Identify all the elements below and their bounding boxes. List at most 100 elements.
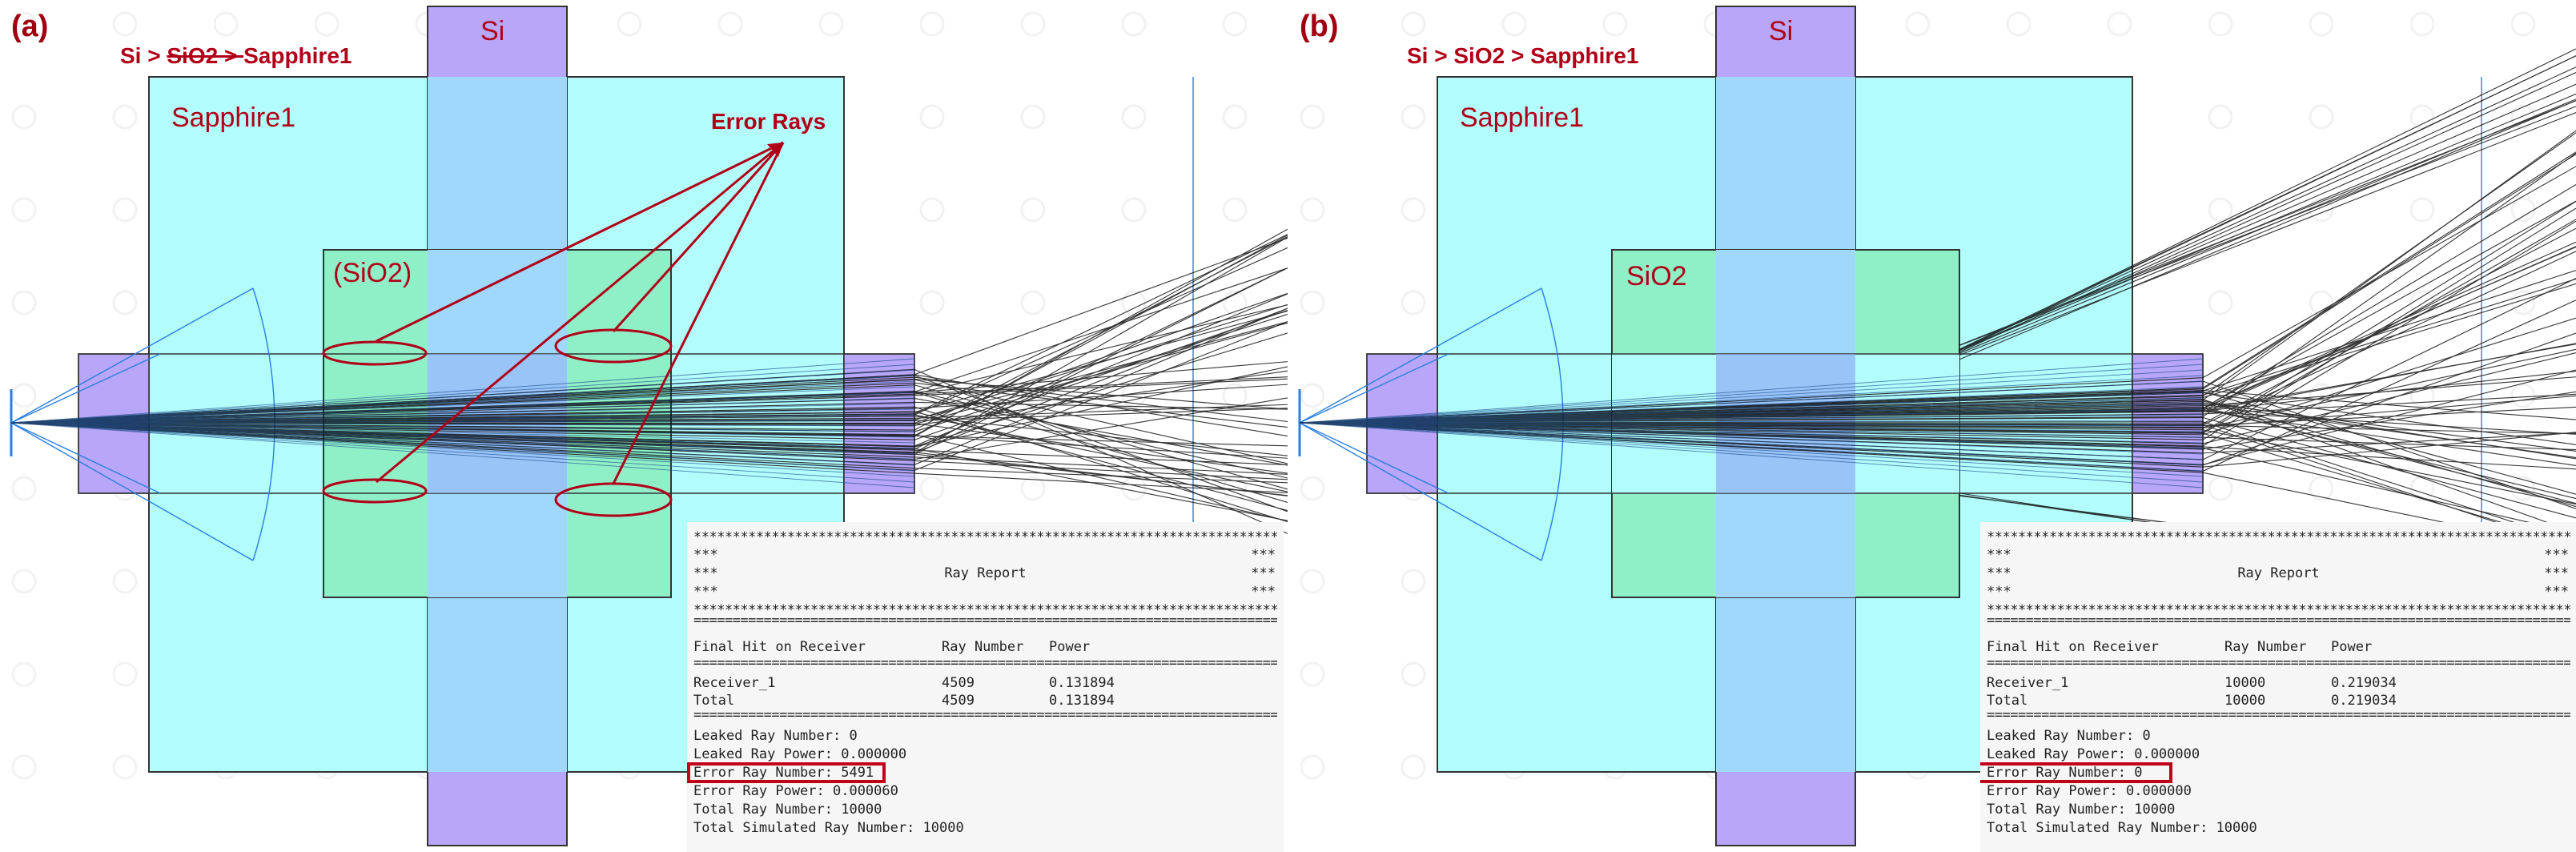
- ray-line: [10, 422, 915, 444]
- order-pre: Si >: [120, 43, 167, 68]
- watermark-mark: [11, 476, 37, 501]
- ray-path: [10, 293, 1288, 447]
- ray-line: [10, 422, 915, 438]
- watermark-mark: [1300, 104, 1325, 130]
- ray-line: [10, 358, 915, 424]
- ray-line: [10, 375, 915, 424]
- cone-edge: [1299, 422, 1449, 494]
- watermark-mark: [1121, 476, 1147, 501]
- error-ellipse-bottom-left: [322, 478, 428, 504]
- cone-edge: [10, 422, 161, 494]
- watermark-mark: [2409, 104, 2435, 130]
- ray-line: [10, 380, 915, 424]
- watermark-mark: [1501, 11, 1527, 37]
- ray-path: [1959, 100, 2576, 360]
- watermark-mark: [112, 11, 138, 37]
- watermark-mark: [2409, 383, 2435, 408]
- ray-report: ****************************************…: [687, 522, 1284, 852]
- error-ray-number: Error Ray Number: 5491: [693, 765, 874, 781]
- watermark-mark: [617, 11, 642, 37]
- ray-path: [1959, 100, 2576, 346]
- ray-path: [1299, 166, 2576, 424]
- row-receiver-name: Receiver_1: [693, 675, 776, 691]
- ray-path: [1299, 278, 2576, 424]
- ray-line: [10, 422, 915, 477]
- col-header-receiver: Final Hit on Receiver: [693, 639, 866, 655]
- ray-path: [10, 422, 1288, 493]
- watermark-mark: [1401, 661, 1426, 687]
- col-header-ray-number: Ray Number: [2224, 639, 2307, 655]
- error-arrow: [376, 141, 784, 484]
- ray-line: [1299, 422, 2204, 472]
- row-total-name: Total: [693, 693, 735, 709]
- sio2-block-label: SiO2: [1626, 261, 1687, 291]
- ray-line: [10, 422, 915, 466]
- watermark-mark: [919, 104, 945, 130]
- order-struck: SiO2 >: [167, 43, 244, 68]
- watermark-mark: [1121, 197, 1147, 223]
- report-border: ****************************************…: [693, 529, 1277, 545]
- error-rays-annotation: Error Rays: [711, 109, 826, 134]
- ray-line: [10, 422, 915, 488]
- ray-fan: [1299, 358, 2204, 488]
- ray-line: [1299, 408, 2204, 424]
- ray-path: [10, 406, 1288, 523]
- error-ray-highlight-box: [1980, 762, 2172, 783]
- watermark-mark: [2208, 476, 2233, 501]
- ray-path: [1959, 55, 2576, 350]
- watermark-mark: [2409, 197, 2435, 223]
- error-ray-number: Error Ray Number: 0: [1987, 765, 2143, 781]
- ray-path: [1299, 154, 2576, 424]
- ray-line: [1299, 422, 2204, 449]
- ray-line: [10, 422, 915, 472]
- ray-line: [1299, 386, 2204, 424]
- ray-path: [1959, 72, 2576, 353]
- cone-edge: [1299, 287, 1542, 424]
- ray-line: [1299, 422, 2204, 488]
- ray-path: [10, 292, 1288, 424]
- watermark-mark: [1300, 11, 1325, 37]
- leaked-ray-number: Leaked Ray Number: 0: [1987, 728, 2151, 744]
- row-receiver-power: 0.131894: [1049, 675, 1115, 691]
- watermark-mark: [1020, 197, 1046, 223]
- row-total-rays: 4509: [942, 693, 975, 709]
- ray-path: [10, 384, 1288, 490]
- watermark-mark: [2208, 104, 2233, 130]
- ray-path: [1299, 406, 2576, 504]
- row-receiver-rays: 10000: [2224, 675, 2266, 691]
- ray-path: [1299, 422, 2576, 468]
- watermark-mark: [11, 11, 37, 37]
- watermark-mark: [1222, 197, 1248, 223]
- watermark-mark: [1401, 569, 1426, 594]
- ray-line: [1299, 422, 2204, 483]
- ray-path: [10, 235, 1288, 431]
- cone-edge: [10, 353, 161, 424]
- error-ellipse-top-left: [322, 340, 428, 366]
- watermark-mark: [112, 569, 138, 594]
- watermark-mark: [2510, 290, 2536, 315]
- panel-label: (b): [1300, 10, 1339, 43]
- ray-report: ****************************************…: [1980, 522, 2576, 852]
- ray-line: [10, 422, 915, 460]
- panel-label: (a): [11, 10, 49, 43]
- ray-line: [1299, 420, 2204, 424]
- watermark-mark: [2208, 197, 2233, 223]
- ray-line: [1299, 403, 2204, 424]
- ray-line: [10, 386, 915, 424]
- watermark-mark: [11, 569, 37, 594]
- ray-path: [1299, 207, 2576, 440]
- ray-line: [10, 414, 915, 424]
- watermark-mark: [1020, 476, 1046, 501]
- watermark-mark: [11, 754, 37, 780]
- watermark-mark: [11, 290, 37, 315]
- material-priority-order: Si > SiO2 > Sapphire1: [120, 43, 352, 69]
- source-cone: [1299, 287, 1564, 561]
- watermark-mark: [1222, 104, 1248, 130]
- watermark-mark: [1020, 11, 1046, 37]
- col-header-power: Power: [2331, 639, 2373, 655]
- watermark-mark: [112, 197, 138, 223]
- ray-path: [1299, 152, 2576, 424]
- watermark-mark: [2006, 11, 2031, 37]
- watermark-mark: [1401, 290, 1426, 315]
- watermark-mark: [1300, 290, 1325, 315]
